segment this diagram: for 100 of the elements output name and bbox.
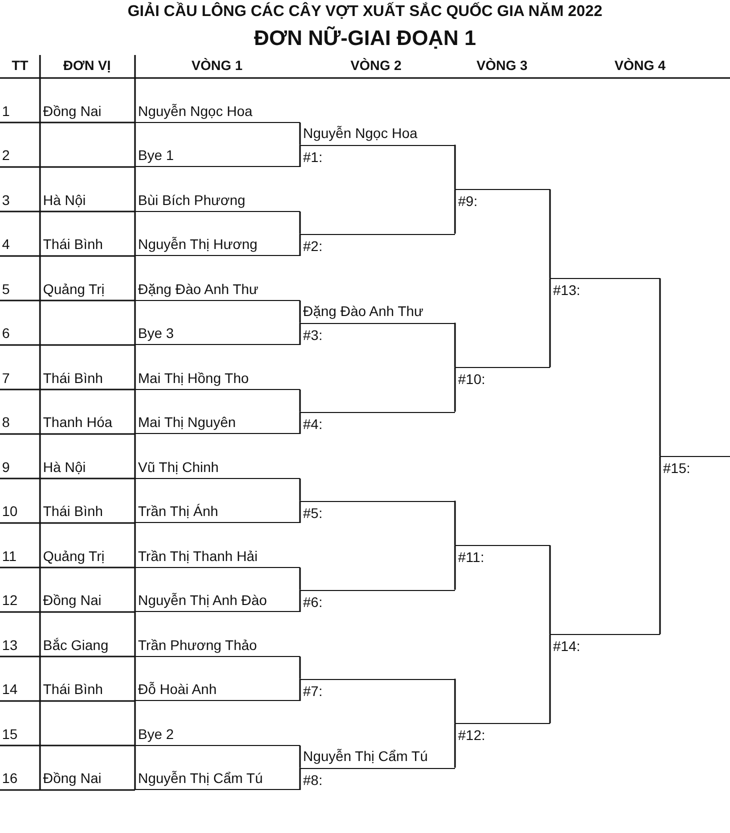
- bracket-line: [299, 390, 301, 412]
- match-number: #15:: [663, 460, 690, 476]
- player-name: Trần Phương Thảo: [138, 636, 257, 652]
- bracket-line: [454, 322, 456, 368]
- unit-name: Bắc Giang: [43, 636, 108, 652]
- bracket-line: [549, 278, 551, 368]
- column-header: ĐƠN VỊ: [63, 58, 111, 73]
- row-number: 8: [2, 414, 10, 430]
- row-number: 13: [2, 636, 18, 652]
- column-header: VÒNG 1: [192, 58, 242, 73]
- match-number: #12:: [458, 727, 486, 744]
- unit-name: Thái Bình: [43, 503, 103, 519]
- bracket-line: [299, 212, 301, 234]
- bracket-line: [454, 500, 456, 546]
- row-number: 15: [2, 726, 18, 742]
- column-header: VÒNG 3: [476, 58, 528, 73]
- unit-name: Đồng Nai: [43, 592, 102, 608]
- unit-name: Hà Nội: [43, 458, 86, 474]
- row-number: 9: [2, 458, 10, 474]
- bracket-line: [299, 144, 301, 167]
- row-number: 11: [2, 548, 17, 564]
- player-name: Bye 3: [138, 325, 174, 341]
- bracket-line: [659, 456, 661, 634]
- bracket-line: [299, 412, 301, 434]
- match-number: #13:: [553, 282, 580, 298]
- bracket-line: [454, 144, 456, 190]
- match-number: #11:: [458, 549, 484, 566]
- unit-name: Đồng Nai: [43, 770, 102, 786]
- player-name: Bye 2: [138, 726, 174, 742]
- bracket-line: [454, 367, 456, 412]
- match-number: #7:: [303, 682, 322, 699]
- column-header: VÒNG 4: [614, 58, 666, 73]
- player-name: Trần Thị Ánh: [138, 503, 218, 519]
- row-number: 10: [2, 503, 18, 519]
- player-name: Đặng Đào Anh Thư: [138, 280, 258, 296]
- row-number: 12: [2, 592, 18, 608]
- unit-name: Quảng Trị: [43, 280, 104, 296]
- unit-name: Thái Bình: [43, 681, 103, 697]
- bracket-line: [299, 300, 301, 323]
- bracket-line: [299, 768, 301, 790]
- player-name: Đỗ Hoài Anh: [138, 681, 217, 697]
- bracket-line: [299, 122, 301, 145]
- bracket-line: [549, 545, 551, 634]
- bracket-line: [299, 568, 301, 590]
- unit-name: Thái Bình: [43, 370, 103, 386]
- player-name: Nguyễn Thị Anh Đào: [138, 592, 267, 608]
- player-name: Nguyễn Thị Cẩm Tú: [138, 770, 263, 786]
- column-header: TT: [12, 58, 28, 73]
- bracket-line: [454, 189, 456, 234]
- bracket-line: [299, 500, 301, 523]
- unit-name: Quảng Trị: [43, 548, 104, 564]
- bracket-line: [299, 478, 301, 501]
- match-number: #9:: [458, 193, 478, 210]
- row-number: 16: [2, 770, 18, 786]
- winner-name: Nguyễn Thị Cẩm Tú: [303, 748, 428, 764]
- player-name: Mai Thị Nguyên: [138, 414, 236, 430]
- match-number: #5:: [303, 504, 322, 521]
- match-number: #1:: [303, 148, 322, 165]
- match-number: #14:: [553, 638, 580, 654]
- match-number: #4:: [303, 416, 322, 432]
- unit-name: Hà Nội: [43, 192, 86, 208]
- unit-name: Thái Bình: [43, 236, 103, 252]
- bracket-line: [299, 322, 301, 345]
- row-number: 2: [2, 147, 10, 163]
- bracket-line: [549, 189, 551, 278]
- winner-name: Nguyễn Ngọc Hoa: [303, 124, 418, 141]
- bracket-line: [549, 634, 551, 724]
- bracket-line: [659, 278, 661, 456]
- player-name: Bùi Bích Phương: [138, 192, 246, 208]
- bracket-line: [299, 656, 301, 679]
- bracket-line: [299, 234, 301, 256]
- winner-name: Đặng Đào Anh Thư: [303, 302, 424, 319]
- player-name: Bye 1: [138, 147, 174, 163]
- player-name: Trần Thị Thanh Hải: [138, 548, 258, 564]
- bracket-line: [454, 678, 456, 724]
- row-number: 14: [2, 681, 18, 697]
- subtitle: ĐƠN NỮ-GIAI ĐOẠN 1: [254, 27, 476, 51]
- row-number: 3: [2, 192, 10, 208]
- match-number: #3:: [303, 326, 322, 343]
- match-number: #6:: [303, 594, 322, 610]
- player-name: Nguyễn Ngọc Hoa: [138, 102, 252, 118]
- unit-name: Thanh Hóa: [43, 414, 112, 430]
- bracket-line: [299, 590, 301, 612]
- row-number: 4: [2, 236, 10, 252]
- bracket-line: [299, 678, 301, 701]
- row-number: 5: [2, 280, 10, 296]
- unit-name: Đồng Nai: [43, 102, 102, 118]
- player-name: Mai Thị Hồng Tho: [138, 370, 249, 386]
- match-number: #10:: [458, 371, 486, 388]
- row-number: 7: [2, 370, 10, 386]
- match-number: #8:: [303, 772, 322, 788]
- title: GIẢI CẦU LÔNG CÁC CÂY VỢT XUẤT SẮC QUỐC GIA NĂM 2022: [126, 3, 604, 21]
- match-number: #2:: [303, 238, 322, 254]
- column-header: VÒNG 2: [350, 58, 402, 73]
- row-number: 1: [2, 102, 10, 118]
- bracket-line: [454, 723, 456, 768]
- row-number: 6: [2, 325, 10, 341]
- bracket-line: [454, 545, 456, 590]
- player-name: Nguyễn Thị Hương: [138, 236, 258, 252]
- bracket-line: [299, 746, 301, 768]
